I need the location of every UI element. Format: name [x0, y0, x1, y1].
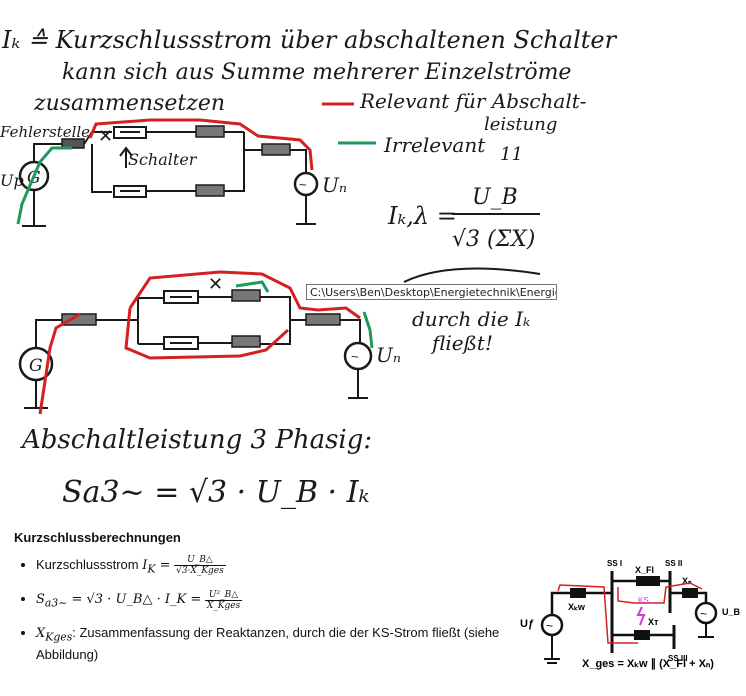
note-item-abschaltleistung: Sa3∼ = √3 · U_B△ · I_K = U²_B△X_Kges	[36, 590, 514, 613]
label-abschaltleistung: Abschaltleistung 3 Phasig:	[20, 425, 372, 455]
label-fehlerstelle: Fehlerstelle	[0, 123, 90, 141]
formula-ik-den: √3 (ΣX)	[452, 227, 535, 252]
label-xt: Xᴛ	[648, 617, 659, 627]
relevant-path	[88, 118, 314, 171]
fraction-ik: U_B△√3·X_Kges	[174, 555, 226, 576]
handwriting-line2: kann sich aus Summe mehrerer Einzelström…	[62, 60, 571, 85]
svg-text:~: ~	[700, 607, 707, 621]
reactance-xt	[634, 630, 650, 640]
label-relevant-2: leistung	[484, 114, 557, 135]
notes-heading: Kurzschlussberechnungen	[14, 530, 181, 545]
label-un-mid: Uₙ	[376, 343, 401, 367]
label-un-top: Uₙ	[322, 173, 347, 197]
handwritten-sketch-middle: G ✕ ~ Uₙ durch die Iₖ fließt! Abschaltle…	[18, 267, 541, 510]
handwritten-sketch-top: Iₖ ≙ Kurzschlussstrom über abschaltenen …	[0, 26, 618, 252]
label-ss1: SS I	[607, 559, 622, 568]
label-ub: U_B	[722, 607, 740, 617]
handwriting-line1: Iₖ ≙ Kurzschlussstrom über abschaltenen …	[1, 26, 618, 54]
fault-cross-icon-2: ✕	[208, 274, 223, 294]
svg-text:~: ~	[546, 619, 553, 633]
reactance-xkw	[570, 588, 586, 598]
irrelevant-path	[16, 146, 72, 225]
label-xn: Xₙ	[682, 576, 692, 586]
reactance-xn	[682, 588, 698, 598]
fault-cross-icon: ✕	[98, 126, 113, 146]
formula-ik-num: U_B	[472, 185, 518, 210]
label-irrelevant-mark: 11	[500, 144, 523, 165]
label-schalter: Schalter	[128, 150, 198, 169]
reactance-xfl	[636, 576, 660, 586]
formula-ik-lhs: Iₖ,λ =	[387, 202, 457, 230]
label-ss3: SS III	[668, 654, 688, 663]
label-irrelevant: Irrelevant	[383, 133, 486, 157]
note-item-kurzschlussstrom: Kurzschlussstrom IK = U_B△√3·X_Kges	[36, 555, 514, 578]
fault-current-path	[557, 582, 703, 644]
label-up: Up	[0, 171, 24, 190]
label-xges-formula: X_ges = Xₖw ∥ (X_Fl + Xₙ)	[582, 658, 714, 670]
file-path-tooltip: C:\Users\Ben\Desktop\Energietechnik\Ener…	[306, 284, 557, 300]
formula-abschaltleistung: Sa3~ = √3 · U_B · Iₖ	[62, 475, 369, 510]
label-ks: KS	[638, 596, 649, 605]
circuit-diagram: SS I SS II SS III ~ Uƒ Xₖw X_Fl Xₙ ~ U_B…	[520, 559, 740, 670]
notes-section: Kurzschlussberechnungen Kurzschlussstrom…	[14, 530, 514, 675]
handwriting-line3: zusammensetzen	[33, 91, 225, 116]
generator-label-2: G	[29, 356, 43, 376]
fraction-sa: U²_B△X_Kges	[204, 589, 243, 611]
label-xkw: Xₖw	[568, 602, 586, 612]
notes-list: Kurzschlussstrom IK = U_B△√3·X_Kges Sa3∼…	[14, 555, 514, 663]
relevant-path-2	[124, 270, 361, 360]
svg-text:~: ~	[299, 177, 307, 192]
label-fliesst: fließt!	[430, 331, 493, 355]
note-item-xkges: XKges: Zusammenfassung der Reaktanzen, d…	[36, 624, 514, 663]
label-durch: durch die Iₖ	[412, 307, 530, 331]
svg-text:~: ~	[351, 349, 359, 364]
lightning-icon	[636, 606, 646, 626]
label-uf: Uƒ	[520, 618, 534, 630]
label-xfl: X_Fl	[635, 565, 654, 575]
label-relevant: Relevant für Abschalt-	[359, 89, 587, 113]
label-ss2: SS II	[665, 559, 682, 568]
